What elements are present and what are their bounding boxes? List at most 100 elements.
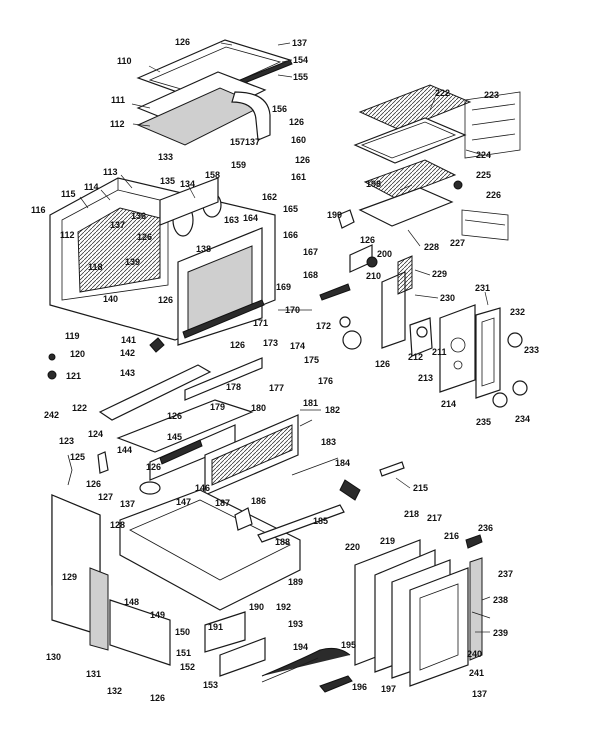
callout-238: 238 [493,595,508,605]
callout-240: 240 [467,649,482,659]
callout-133: 133 [158,152,173,162]
callout-112: 112 [110,119,125,129]
callout-126-j: 126 [150,693,165,703]
callout-198: 198 [366,179,381,189]
callout-110: 110 [117,56,132,66]
callout-146: 146 [195,483,210,493]
callout-165: 165 [283,204,298,214]
callout-212: 212 [408,352,423,362]
callout-136: 136 [131,211,146,221]
callout-148: 148 [124,597,139,607]
callout-158: 158 [205,170,220,180]
callout-173: 173 [263,338,278,348]
callout-180: 180 [251,403,266,413]
callout-195: 195 [341,640,356,650]
callout-200: 200 [377,249,392,259]
callout-190: 190 [249,602,264,612]
callout-156: 156 [272,104,287,114]
callout-222: 222 [435,88,450,98]
callout-197: 197 [381,684,396,694]
callout-176: 176 [318,376,333,386]
callout-153: 153 [203,680,218,690]
callout-231: 231 [475,283,490,293]
callout-134: 134 [180,179,195,189]
callout-171: 171 [253,318,268,328]
callout-142: 142 [120,348,135,358]
top-cover-assembly [136,39,293,146]
callout-157: 157 [230,137,245,147]
callout-137-d: 137 [472,689,487,699]
callout-126-k: 126 [137,232,152,242]
callout-126-e: 126 [360,235,375,245]
callout-174: 174 [290,341,305,351]
callout-232: 232 [510,307,525,317]
callout-230: 230 [440,293,455,303]
callout-182: 182 [325,405,340,415]
callout-191: 191 [208,622,223,632]
callout-192: 192 [276,602,291,612]
callout-114: 114 [84,182,99,192]
callout-213: 213 [418,373,433,383]
callout-241: 241 [469,668,484,678]
oven-door-assembly [354,534,491,687]
callout-218: 218 [404,509,419,519]
callout-164: 164 [243,213,258,223]
callout-150: 150 [175,627,190,637]
callout-112b: 112 [60,230,75,240]
callout-137-c: 137 [120,499,135,509]
callout-170: 170 [285,305,300,315]
callout-187: 187 [215,498,230,508]
callout-126-b: 126 [175,37,190,47]
callout-196: 196 [352,682,367,692]
callout-132: 132 [107,686,122,696]
callout-151: 151 [176,648,191,658]
callout-185: 185 [313,516,328,526]
callout-138: 138 [196,244,211,254]
callout-159: 159 [231,160,246,170]
callout-215: 215 [413,483,428,493]
callout-118: 118 [88,262,103,272]
callout-236: 236 [478,523,493,533]
control-panel-components [319,209,528,408]
callout-147: 147 [176,497,191,507]
callout-155: 155 [293,72,308,82]
callout-154: 154 [293,55,308,65]
callout-126-i: 126 [375,359,390,369]
callout-126-a: 126 [86,479,101,489]
callout-163: 163 [224,215,239,225]
callout-216: 216 [444,531,459,541]
oven-cabinet-upper [49,177,276,346]
callout-125: 125 [70,452,85,462]
callout-126-h: 126 [167,411,182,421]
callout-177: 177 [269,383,284,393]
callout-121: 121 [66,371,81,381]
callout-167: 167 [303,247,318,257]
part-callouts: 110 111 112 113 114 115 116 112 118 119 … [31,37,539,703]
callout-166: 166 [283,230,298,240]
leader-lines [79,42,491,633]
callout-193: 193 [288,619,303,629]
callout-183: 183 [321,437,336,447]
callout-143: 143 [120,368,135,378]
callout-116: 116 [31,205,46,215]
callout-229: 229 [432,269,447,279]
callout-223: 223 [484,90,499,100]
callout-115: 115 [61,189,76,199]
callout-233: 233 [524,345,539,355]
callout-194: 194 [293,642,308,652]
callout-210: 210 [366,271,381,281]
callout-141: 141 [121,335,136,345]
callout-120: 120 [70,349,85,359]
callout-137-b: 137 [292,38,307,48]
callout-129: 129 [62,572,77,582]
callout-189: 189 [288,577,303,587]
callout-113: 113 [103,167,118,177]
callout-126-l: 126 [146,462,161,472]
callout-160: 160 [291,135,306,145]
callout-179: 179 [210,402,225,412]
callout-235: 235 [476,417,491,427]
callout-139: 139 [125,257,140,267]
callout-135: 135 [160,176,175,186]
callout-126-g: 126 [230,340,245,350]
